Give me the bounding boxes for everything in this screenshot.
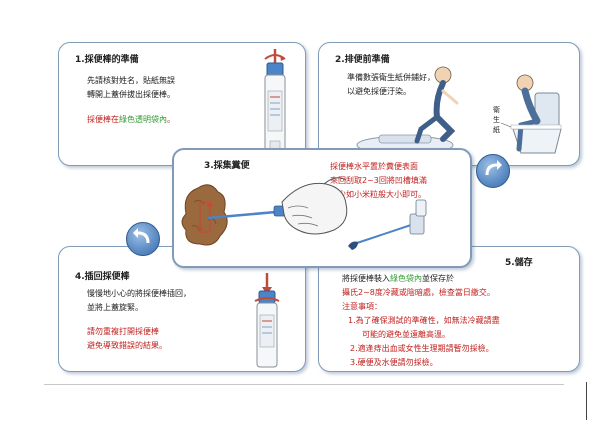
tissue-label: 衛生紙 [493, 106, 500, 134]
step3-line2: 來回刮取2~3回將凹槽填滿 [330, 176, 427, 185]
step1-line2: 轉開上蓋併拔出採便棒。 [87, 90, 175, 99]
step5-line3: 注意事項： [342, 302, 382, 311]
step2-title: 2.排便前準備 [335, 55, 390, 65]
step5-item2: 2.適逢痔出血或女性生理期請暫勿採檢。 [350, 344, 494, 353]
right-edge-mark [586, 382, 587, 420]
step1-note-part2: 。 [167, 115, 175, 124]
next-step-arrow-right [476, 154, 510, 188]
sampling-tube-illustration [264, 49, 286, 156]
step1-line1: 先請核對姓名，貼紙無誤 [87, 76, 175, 85]
step2-line2: 以避免採便汙染。 [347, 87, 411, 96]
step1-panel: 1.採便棒的準備 先請核對姓名，貼紙無誤 轉開上蓋併拔出採便棒。 採便棒在綠色透… [58, 42, 306, 166]
step5-line1-part1: 將採便棒裝入 [342, 274, 390, 283]
step4-warning2: 避免導致錯誤的結果。 [87, 341, 167, 350]
step4-line2: 並將上蓋旋緊。 [87, 303, 143, 312]
stool-collection-illustration [181, 177, 427, 250]
step5-line1: 將採便棒裝入綠色袋內並保存於 [342, 272, 454, 286]
step1-title: 1.採便棒的準備 [75, 55, 139, 65]
step5-item3: 3.硬便及水便請勿採檢。 [350, 358, 438, 367]
step4-title: 4.插回採便棒 [75, 272, 130, 282]
step3-line3: 至少如小米粒般大小即可。 [330, 190, 426, 199]
step5-line1-part2: 並保存於 [422, 274, 454, 283]
reinsert-tube-illustration [254, 273, 280, 368]
step2-line1: 準備數張衛生紙併鋪好， [347, 73, 435, 82]
step5-item1a: 1.為了確保測試的準確性，如無法冷藏請盡 [348, 316, 500, 325]
step4-warning1: 請勿重複打開採便棒 [87, 327, 159, 336]
next-step-arrow-left [126, 222, 160, 256]
step3-line1: 採便棒水平置於糞便表面 [330, 162, 418, 171]
step1-note-part1: 採便棒在 [87, 115, 119, 124]
step3-panel: 3.採集糞便 採便棒水平置於糞便表面 來回刮取2~3回將凹槽填滿 至少如小米粒般… [172, 148, 472, 268]
step1-note: 採便棒在綠色透明袋內。 [87, 113, 175, 127]
step2-panel: 2.排便前準備 準備數張衛生紙併鋪好， 以避免採便汙染。 衛生紙 [318, 42, 580, 166]
step5-line1-green: 綠色袋內 [390, 274, 422, 283]
step5-title: 5.儲存 [505, 258, 533, 268]
step1-note-green: 綠色透明袋內 [119, 115, 167, 124]
toilet-preparation-illustration [356, 66, 562, 155]
curved-arrow-left-icon [133, 228, 150, 244]
step5-item1b: 可能的避免並遠離高溫。 [362, 330, 450, 339]
footer-divider [44, 384, 564, 385]
step4-line1: 慢慢地小心的將採便棒插回， [87, 289, 191, 298]
step5-line2: 攝氏2~8度冷藏或陰暗處，檢查當日繳交。 [342, 288, 495, 297]
curved-arrow-right-icon [485, 160, 502, 176]
step3-title: 3.採集糞便 [204, 161, 250, 171]
